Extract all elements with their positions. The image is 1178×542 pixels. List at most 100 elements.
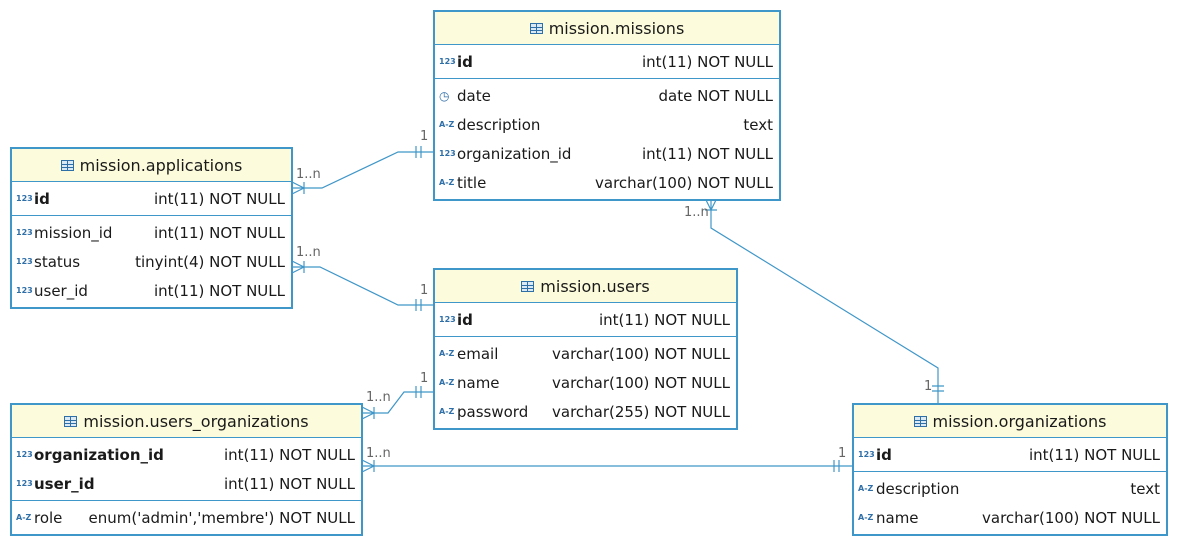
column-name: name bbox=[457, 373, 500, 392]
text-icon: A-Z bbox=[858, 484, 874, 493]
cardinality-label: 1 bbox=[420, 129, 429, 144]
column-name: user_id bbox=[34, 474, 95, 493]
numeric-icon: 123 bbox=[16, 194, 33, 203]
column-name: role bbox=[34, 508, 63, 527]
entity-header[interactable]: mission.missions bbox=[435, 12, 779, 45]
column-name: id bbox=[876, 445, 892, 464]
column-type: int(11) NOT NULL bbox=[599, 310, 730, 329]
column-type: varchar(100) NOT NULL bbox=[982, 508, 1160, 527]
column-name: email bbox=[457, 344, 499, 363]
column-name: id bbox=[34, 189, 50, 208]
column-name: title bbox=[457, 173, 487, 192]
column-name: organization_id bbox=[34, 445, 164, 464]
table-icon bbox=[913, 415, 927, 427]
text-icon: A-Z bbox=[439, 378, 455, 387]
entity-header[interactable]: mission.organizations bbox=[854, 405, 1166, 438]
column-name: name bbox=[876, 508, 919, 527]
text-icon: A-Z bbox=[439, 178, 455, 187]
crowfoot-userorgs-users bbox=[361, 406, 375, 420]
one-marker-applications-missions bbox=[415, 146, 422, 158]
column-type: varchar(100) NOT NULL bbox=[595, 173, 773, 192]
entity-header[interactable]: mission.applications bbox=[12, 149, 291, 182]
cardinality-label: 1 bbox=[838, 446, 847, 461]
entity-header[interactable]: mission.users bbox=[435, 270, 736, 303]
column-type: int(11) NOT NULL bbox=[1029, 445, 1160, 464]
entity-title: mission.organizations bbox=[932, 411, 1107, 431]
one-marker-userorgs-users bbox=[415, 386, 422, 398]
rel-missions-organizations[interactable] bbox=[710, 198, 939, 404]
column-type: int(11) NOT NULL bbox=[642, 144, 773, 163]
column-type: int(11) NOT NULL bbox=[224, 474, 355, 493]
numeric-icon: 123 bbox=[16, 286, 33, 295]
text-icon: A-Z bbox=[439, 407, 455, 416]
column-type: tinyint(4) NOT NULL bbox=[135, 252, 285, 271]
cardinality-label: 1..n bbox=[366, 446, 391, 461]
column-name: mission_id bbox=[34, 223, 113, 242]
column-type: varchar(100) NOT NULL bbox=[552, 344, 730, 363]
cardinality-label: 1 bbox=[420, 371, 429, 386]
entity-header[interactable]: mission.users_organizations bbox=[12, 405, 361, 438]
text-icon: A-Z bbox=[16, 513, 32, 522]
numeric-icon: 123 bbox=[439, 57, 456, 66]
column-row[interactable]: ◷ date date NOT NULL bbox=[435, 81, 779, 110]
cardinality-label: 1..n bbox=[296, 245, 321, 260]
rel-applications-users[interactable] bbox=[292, 266, 434, 306]
column-type: int(11) NOT NULL bbox=[154, 189, 285, 208]
column-type: enum('admin','membre') NOT NULL bbox=[88, 508, 356, 527]
column-type: date NOT NULL bbox=[658, 86, 773, 105]
one-marker-missions-organizations bbox=[932, 385, 944, 392]
date-icon: ◷ bbox=[439, 88, 450, 103]
text-icon: A-Z bbox=[439, 120, 455, 129]
numeric-icon: 123 bbox=[439, 149, 456, 158]
numeric-icon: 123 bbox=[16, 450, 33, 459]
cardinality-label: 1..n bbox=[366, 390, 391, 405]
table-icon bbox=[521, 280, 535, 292]
column-name: status bbox=[34, 252, 81, 271]
rel-userorgs-users[interactable] bbox=[362, 391, 434, 414]
crowfoot-applications-missions bbox=[291, 181, 305, 195]
table-icon bbox=[529, 22, 543, 34]
column-type: int(11) NOT NULL bbox=[642, 52, 773, 71]
column-type: text bbox=[743, 115, 773, 134]
crowfoot-userorgs-organizations bbox=[361, 459, 375, 473]
column-type: int(11) NOT NULL bbox=[224, 445, 355, 464]
column-type: varchar(100) NOT NULL bbox=[552, 373, 730, 392]
column-name: description bbox=[876, 479, 960, 498]
table-icon bbox=[64, 415, 78, 427]
column-name: date bbox=[457, 86, 491, 105]
entity-title: mission.missions bbox=[548, 18, 685, 38]
